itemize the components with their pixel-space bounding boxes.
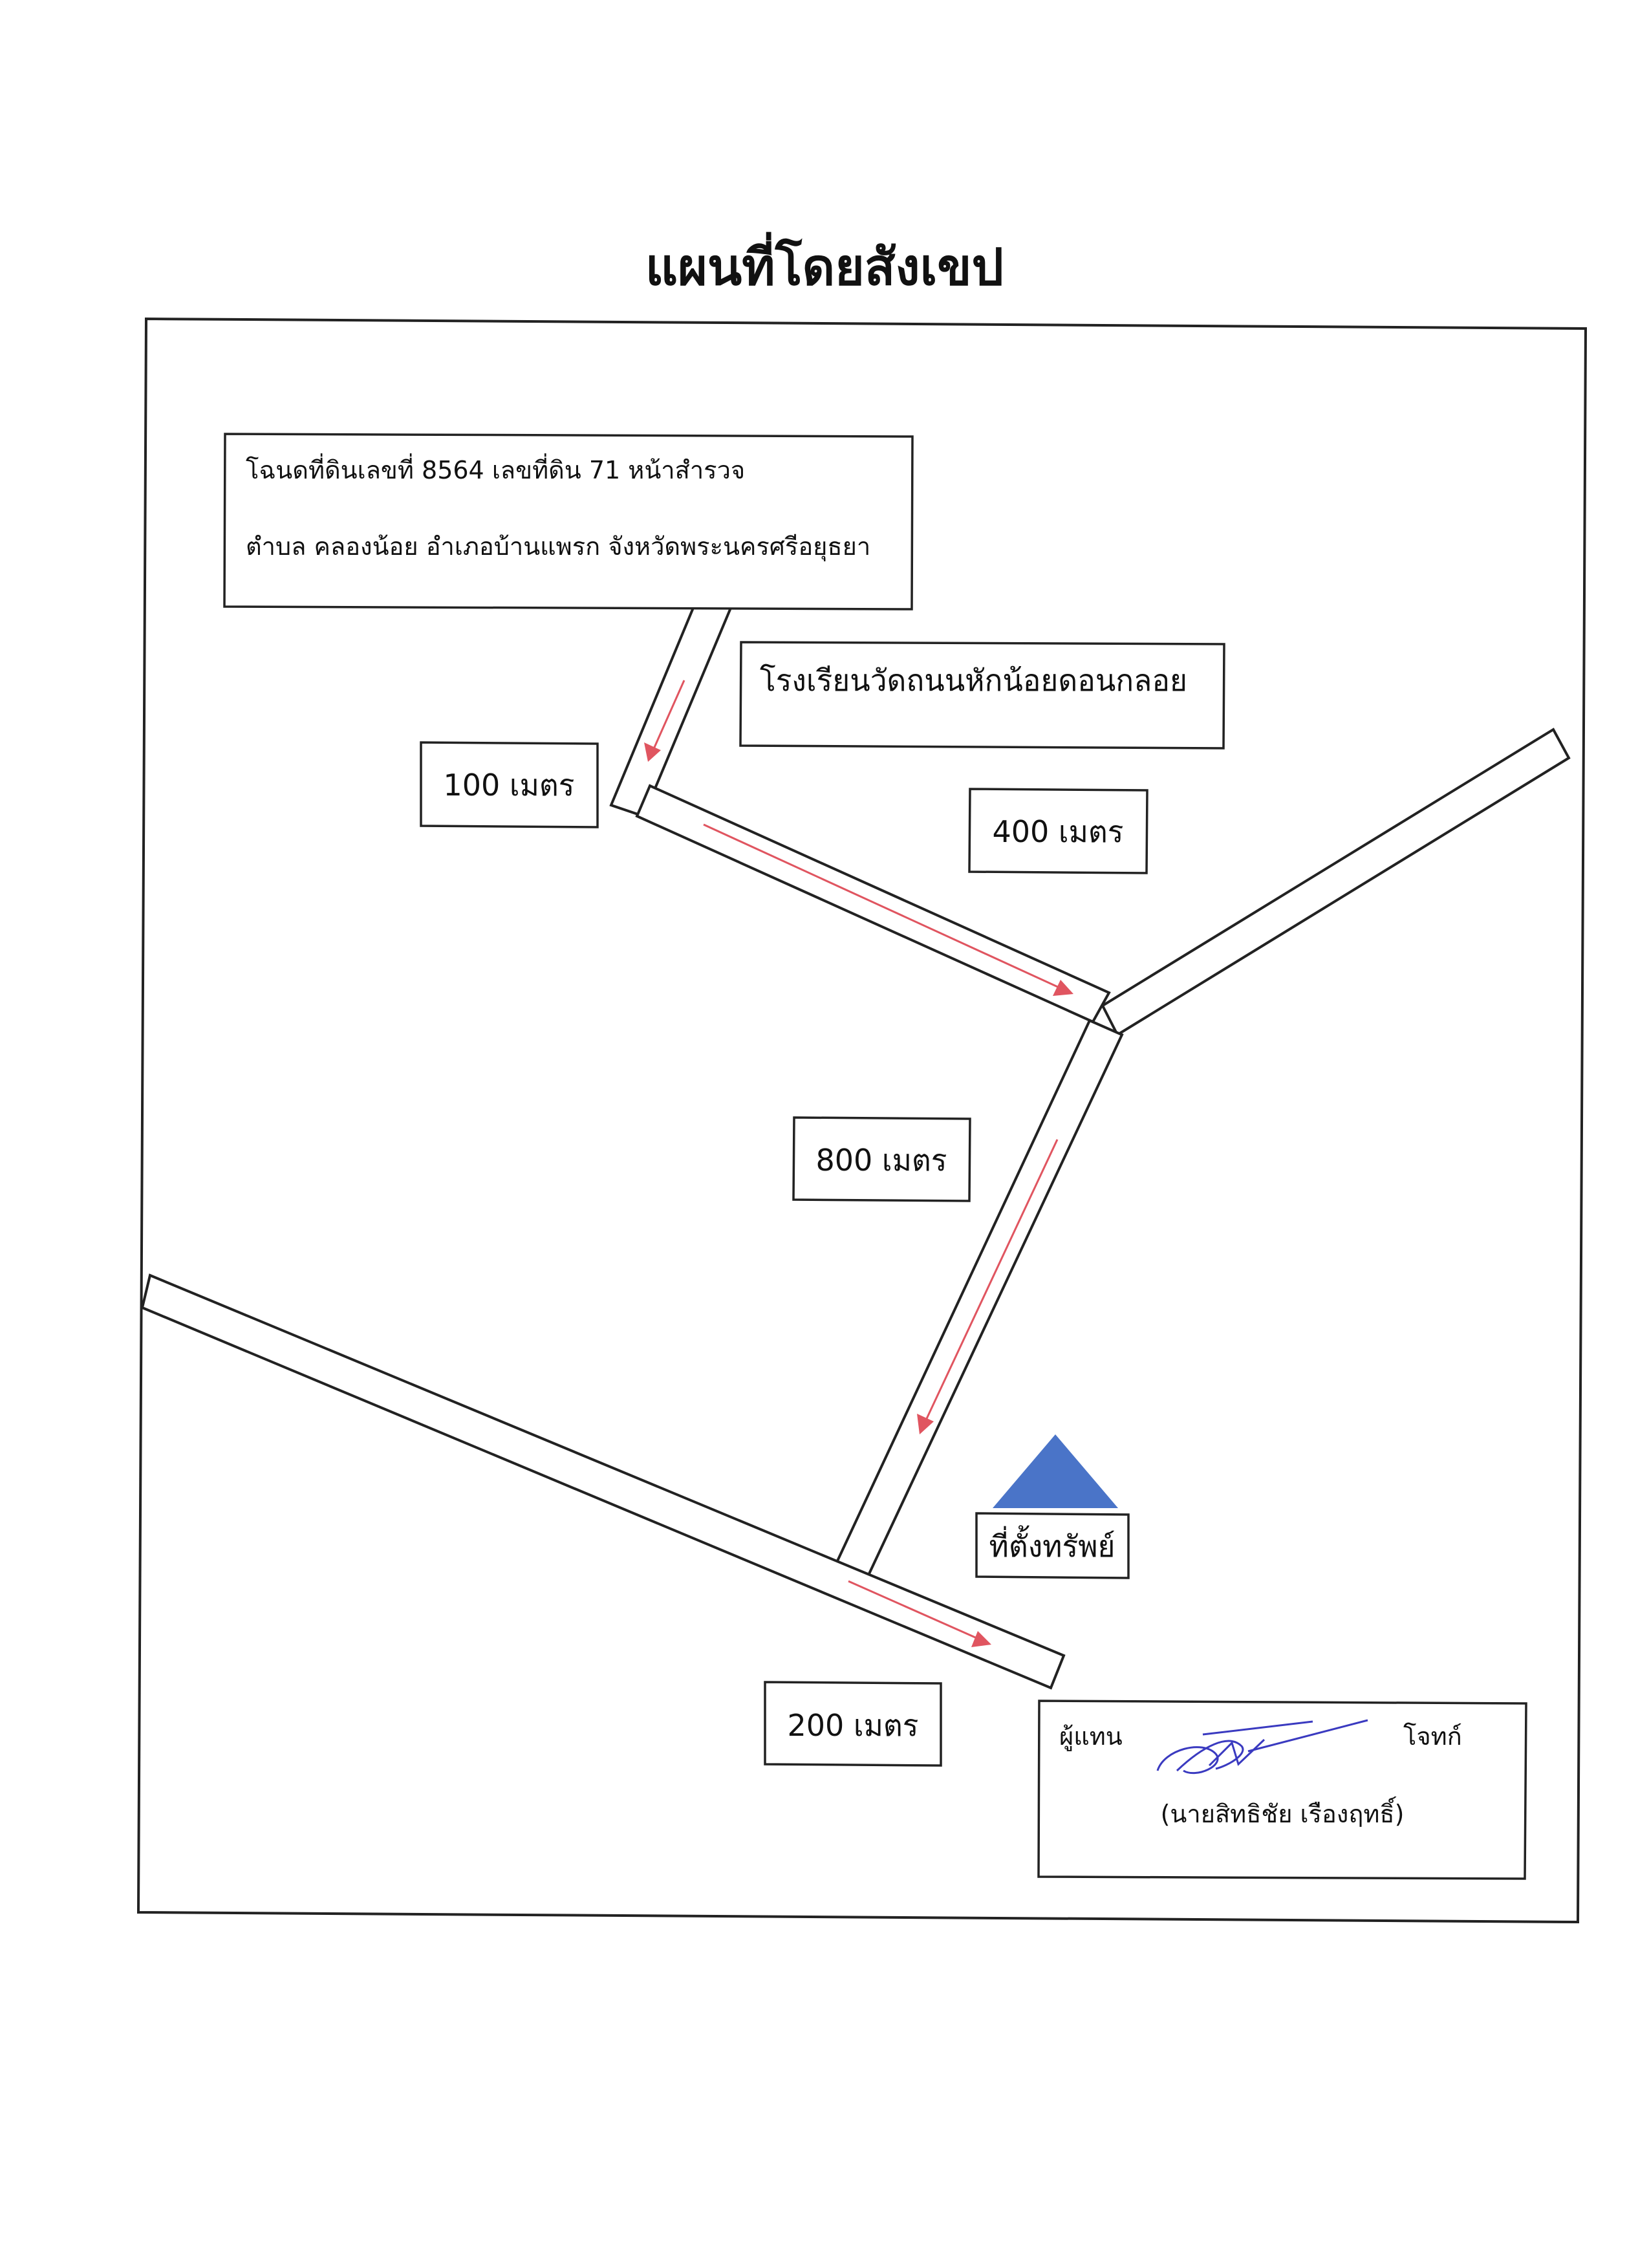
route-arrow-1 (644, 680, 685, 762)
deed-line-1: โฉนดที่ดินเลขที่ 8564 เลขที่ดิน 71 หน้าส… (246, 453, 745, 484)
signature-right-word: โจทก์ (1403, 1722, 1462, 1751)
triangle-marker-icon (993, 1434, 1118, 1508)
road-northeast-branch (1101, 728, 1571, 1037)
distance-label-200: 200 เมตร (764, 1681, 942, 1767)
signature-box: ผู้แทน โจทก์ (นายสิทธิชัย เรืองฤทธิ์) (1037, 1700, 1527, 1880)
svg-text:400 เมตร: 400 เมตร (992, 814, 1123, 849)
school-label-box: โรงเรียนวัดถนนหักน้อยดอนกลอย (739, 641, 1225, 750)
route-arrow-3 (917, 1139, 1059, 1434)
svg-text:100 เมตร: 100 เมตร (443, 768, 574, 803)
property-label-box: ที่ตั้งทรัพย์ (975, 1512, 1130, 1579)
signature-left-word: ผู้แทน (1059, 1722, 1123, 1751)
distance-label-800: 800 เมตร (792, 1116, 971, 1202)
distance-label-400: 400 เมตร (968, 788, 1148, 874)
route-arrow-4 (848, 1580, 991, 1647)
map-title: แผนที่โดยสังเขป (645, 232, 1004, 297)
handwritten-signature (1156, 1719, 1368, 1775)
property-label: ที่ตั้งทรัพย์ (989, 1525, 1116, 1564)
route-arrow-2 (703, 823, 1073, 996)
svg-text:200 เมตร: 200 เมตร (787, 1708, 918, 1743)
road-southwest-long (140, 1273, 1066, 1690)
deed-label-box: โฉนดที่ดินเลขที่ 8564 เลขที่ดิน 71 หน้าส… (223, 433, 914, 610)
distance-label-100: 100 เมตร (420, 741, 599, 828)
map-frame (136, 317, 1588, 1924)
deed-line-2: ตำบล คลองน้อย อำเภอบ้านแพรก จังหวัดพระนค… (246, 532, 870, 561)
signature-name: (นายสิทธิชัย เรืองฤทธิ์) (1161, 1796, 1405, 1828)
school-label: โรงเรียนวัดถนนหักน้อยดอนกลอย (760, 663, 1187, 698)
svg-text:800 เมตร: 800 เมตร (815, 1143, 947, 1178)
